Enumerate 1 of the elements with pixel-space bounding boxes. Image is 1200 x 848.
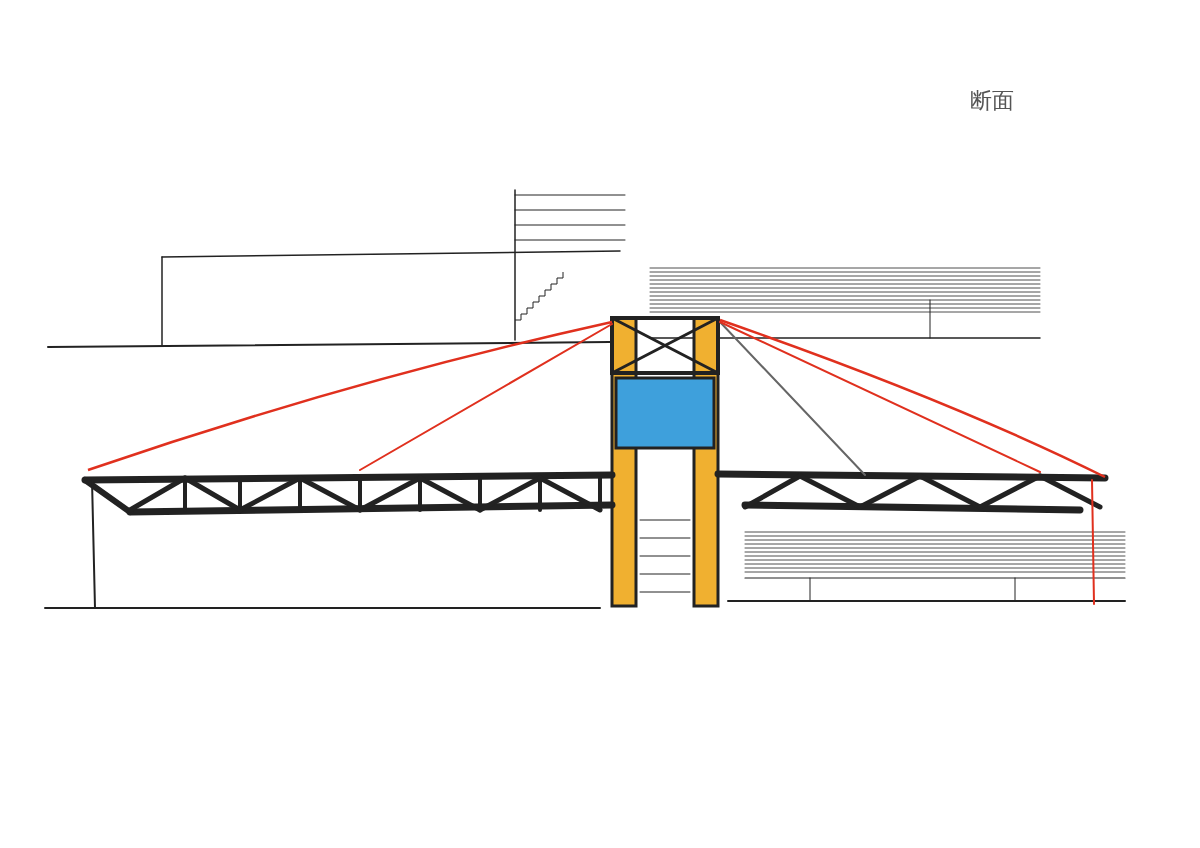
drawing-title: 断面 [970, 87, 1014, 115]
